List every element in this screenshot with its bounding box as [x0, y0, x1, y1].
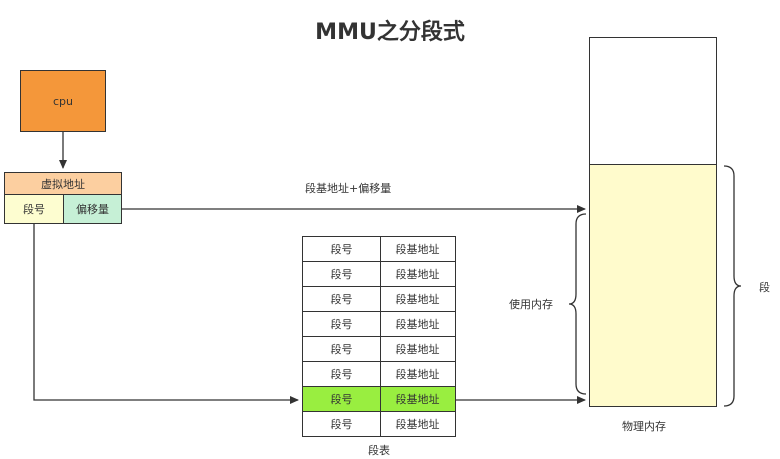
- physical-memory-caption: 物理内存: [622, 420, 666, 433]
- segment-table-row: 段号段基地址: [302, 235, 456, 262]
- segment-table-row: 段号段基地址: [302, 285, 456, 312]
- segment-table: 段号段基地址段号段基地址段号段基地址段号段基地址段号段基地址段号段基地址段号段基…: [302, 235, 456, 437]
- virtual-offset-cell: 偏移量: [63, 194, 122, 224]
- segment-number-cell: 段号: [302, 235, 381, 262]
- segment-number-cell: 段号: [302, 285, 381, 312]
- memory-used-block: [589, 164, 717, 407]
- segment-brace: [723, 165, 742, 407]
- cpu-box: cpu: [20, 70, 106, 132]
- segment-table-row: 段号段基地址: [302, 335, 456, 362]
- virtual-segment-number-cell: 段号: [4, 194, 64, 224]
- segment-number-cell: 段号: [302, 410, 381, 437]
- segment-label: 段: [759, 281, 770, 294]
- segment-number-cell: 段号: [302, 360, 381, 387]
- segment-number-cell: 段号: [302, 310, 381, 337]
- segment-number-label: 段号: [23, 203, 45, 216]
- segment-table-row: 段号段基地址: [302, 260, 456, 287]
- offset-label: 偏移量: [76, 203, 109, 216]
- segment-number-to-table-arrow: [33, 224, 299, 404]
- used-memory-label: 使用内存: [509, 298, 553, 311]
- virtual-address-header: 虚拟地址: [4, 172, 122, 195]
- segment-base-address-cell: 段基地址: [379, 335, 456, 362]
- segment-table-row: 段号段基地址: [302, 360, 456, 387]
- segment-base-address-cell: 段基地址: [379, 310, 456, 337]
- segment-base-address-cell: 段基地址: [379, 235, 456, 262]
- segment-table-row: 段号段基地址: [302, 310, 456, 337]
- cpu-label: cpu: [52, 94, 73, 108]
- base-plus-offset-label: 段基地址+偏移量: [305, 182, 392, 195]
- diagram-title: MMU之分段式: [315, 20, 465, 45]
- segment-base-address-cell: 段基地址: [379, 260, 456, 287]
- used-memory-brace: [568, 213, 587, 395]
- memory-free-block: [589, 37, 717, 165]
- segment-table-row: 段号段基地址: [302, 410, 456, 437]
- segment-base-address-cell: 段基地址: [379, 410, 456, 437]
- segment-base-address-cell: 段基地址: [379, 385, 456, 412]
- segment-base-address-cell: 段基地址: [379, 360, 456, 387]
- virtual-address-label: 虚拟地址: [41, 177, 85, 191]
- segment-table-caption: 段表: [368, 444, 390, 457]
- segment-number-cell: 段号: [302, 260, 381, 287]
